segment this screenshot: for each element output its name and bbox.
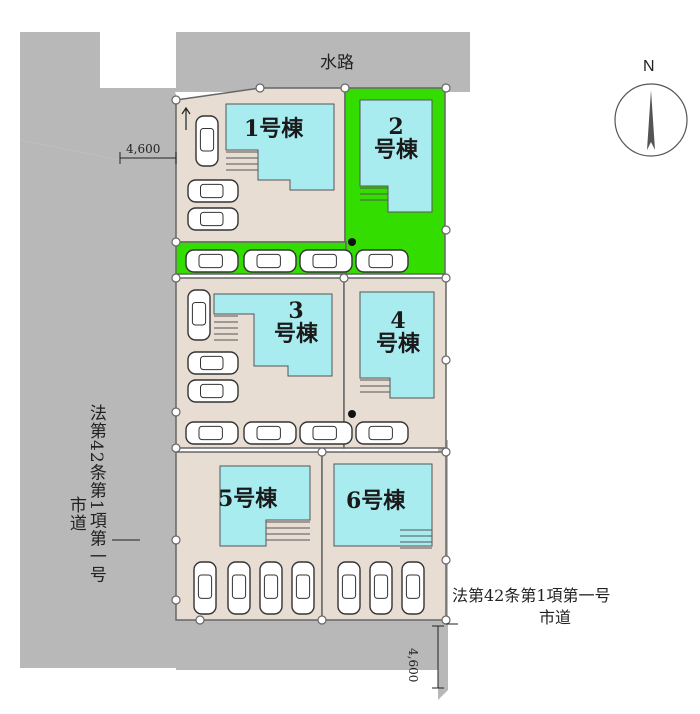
road-left-label-col2: 市道	[65, 496, 86, 532]
lot-label-4-line2: 号棟	[375, 331, 420, 358]
boundary-markers	[171, 83, 451, 625]
utility-markers	[348, 238, 356, 418]
road-left	[20, 100, 176, 668]
road-bottom-left-gap	[100, 32, 176, 88]
lot-label-4: 4 号棟	[370, 308, 426, 358]
lot-label-3-line1: 3	[288, 298, 304, 324]
car-icon	[401, 561, 425, 615]
car-icon	[337, 561, 361, 615]
car-icon	[185, 249, 239, 273]
house-2	[359, 99, 433, 213]
north-compass	[614, 83, 688, 157]
road-bottom-label-line1: 法第42条第1項第一号	[452, 586, 611, 605]
house-3	[213, 293, 333, 377]
car-icon	[299, 421, 353, 445]
lot-label-2: 2 号棟	[370, 114, 422, 164]
car-icon	[369, 561, 393, 615]
road-bottom	[176, 620, 438, 670]
car-icon	[187, 207, 239, 231]
car-icon	[187, 351, 239, 375]
parking-cars	[185, 115, 425, 615]
entry-arrow-icon	[181, 106, 191, 130]
house-6	[333, 463, 433, 547]
north-needle-icon	[647, 90, 655, 150]
lot-label-2-line1: 2	[388, 114, 404, 140]
lot-label-3-line2: 号棟	[273, 321, 318, 348]
car-icon	[259, 561, 283, 615]
car-icon	[187, 289, 211, 341]
car-icon	[355, 421, 409, 445]
house-5	[219, 465, 311, 547]
car-icon	[195, 115, 219, 167]
lot-label-1: 1号棟	[244, 116, 304, 142]
lot-label-1-line1: 1号棟	[244, 116, 304, 142]
road-left-label-col1: 法第42条第1項第一号	[85, 404, 106, 584]
house-1	[225, 103, 335, 191]
car-icon	[227, 561, 251, 615]
dim-left: 4,600	[126, 142, 161, 156]
car-icon	[187, 179, 239, 203]
north-label: N	[643, 58, 655, 75]
car-icon	[193, 561, 217, 615]
lot-label-6-line1: 6号棟	[346, 488, 406, 514]
waterway-label: 水路	[320, 53, 354, 73]
lot-label-5-line1: 5号棟	[218, 486, 278, 512]
car-icon	[291, 561, 315, 615]
entry-steps	[214, 151, 432, 549]
dim-bottom: 4,600	[406, 648, 420, 683]
road-bottom-label-line2: 市道	[539, 608, 572, 627]
lot-label-6: 6号棟	[346, 488, 406, 514]
car-icon	[185, 421, 239, 445]
car-icon	[243, 421, 297, 445]
dimension-lines	[112, 152, 458, 689]
road-left-lower	[20, 140, 120, 668]
lot-label-4-line1: 4	[390, 308, 406, 334]
car-icon	[187, 379, 239, 403]
car-icon	[299, 249, 353, 273]
lot-label-2-line2: 号棟	[373, 137, 418, 164]
lot-label-3: 3 号棟	[266, 298, 326, 348]
house-4	[359, 291, 435, 399]
car-icon	[243, 249, 297, 273]
car-icon	[355, 249, 409, 273]
lot-label-5: 5号棟	[218, 486, 278, 512]
road-corner-top-left	[20, 32, 175, 100]
